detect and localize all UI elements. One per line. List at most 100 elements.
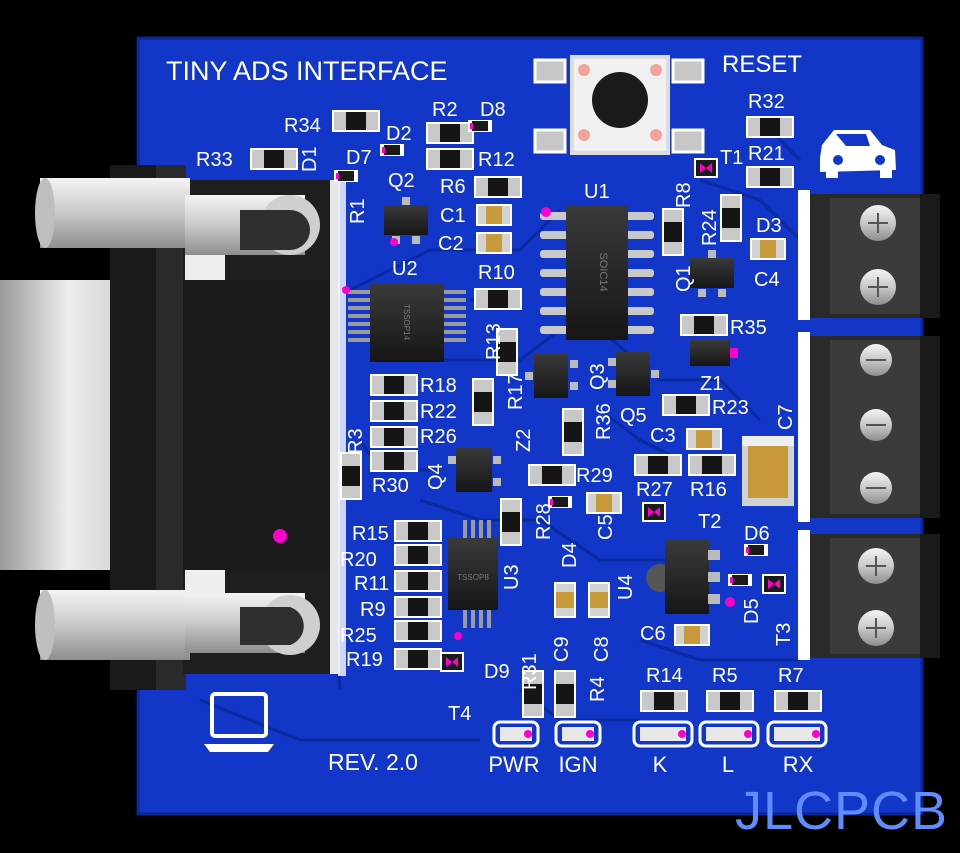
resistor — [394, 544, 442, 566]
reset-button — [533, 55, 705, 155]
resistor — [774, 690, 822, 712]
designator-r17: R17 — [505, 373, 527, 410]
designator-r21: R21 — [748, 143, 785, 165]
diode — [744, 544, 768, 556]
capacitor — [588, 582, 610, 618]
diode — [548, 496, 572, 508]
designator-c5: C5 — [595, 514, 617, 540]
ic-u1: SOIC14 — [540, 205, 654, 340]
designator-r9: R9 — [360, 599, 386, 621]
resistor — [472, 378, 494, 426]
designator-r1: R1 — [347, 198, 369, 224]
designator-r35: R35 — [730, 317, 767, 339]
designator-r8: R8 — [673, 182, 695, 208]
resistor — [394, 570, 442, 592]
diode — [728, 574, 752, 586]
designator-r16: R16 — [690, 479, 727, 501]
capacitor-c7 — [742, 436, 794, 506]
capacitor — [750, 238, 786, 260]
designator-r13: R13 — [483, 323, 505, 360]
resistor — [394, 648, 442, 670]
designator-d2: D2 — [386, 123, 412, 145]
designator-c1: C1 — [440, 205, 466, 227]
u2-package: TSSOP14 — [402, 304, 411, 341]
designator-c8: C8 — [591, 636, 613, 662]
terminal-block-top — [798, 190, 940, 320]
sot23-packages — [384, 197, 738, 492]
designator-r27: R27 — [636, 479, 673, 501]
terminal-block-middle — [798, 332, 940, 522]
capacitor — [674, 624, 710, 646]
designator-z2: Z2 — [513, 429, 535, 452]
led-k: K — [632, 720, 694, 777]
designator-r22: R22 — [420, 401, 457, 423]
resistor — [474, 176, 522, 198]
designator-r23: R23 — [712, 397, 749, 419]
resistor — [332, 110, 380, 132]
resistor — [688, 454, 736, 476]
designator-r10: R10 — [478, 262, 515, 284]
laptop-icon — [204, 692, 274, 752]
designator-t2: T2 — [698, 511, 721, 533]
designator-r34: R34 — [284, 115, 321, 137]
led-label-ign: IGN — [558, 752, 597, 777]
board-title: TINY ADS INTERFACE — [166, 56, 448, 86]
designator-q4: Q4 — [425, 463, 447, 490]
resistor — [426, 148, 474, 170]
designator-d9: D9 — [484, 661, 510, 683]
resistor — [662, 208, 684, 256]
tvs-diode — [440, 652, 464, 672]
db9-connector — [0, 165, 340, 690]
resistor — [680, 314, 728, 336]
capacitor — [476, 204, 512, 226]
capacitor — [586, 492, 622, 514]
designator-t4: T4 — [448, 703, 471, 725]
ic-u2: TSSOP14 — [342, 284, 466, 362]
designator-d5: D5 — [741, 598, 763, 624]
tvs-diode — [642, 502, 666, 522]
designator-d6: D6 — [744, 523, 770, 545]
smd-resistors — [250, 110, 822, 718]
led-label-rx: RX — [783, 752, 814, 777]
designator-r32: R32 — [748, 91, 785, 113]
resistor — [370, 374, 418, 396]
designator-d3: D3 — [756, 215, 782, 237]
watermark: JLCPCB — [735, 781, 949, 841]
ic-ref-u1: U1 — [584, 181, 610, 203]
designator-c4: C4 — [754, 269, 780, 291]
resistor — [394, 620, 442, 642]
designator-r6: R6 — [440, 176, 466, 198]
designator-r12: R12 — [478, 149, 515, 171]
tvs-diode — [694, 158, 718, 178]
designator-z1: Z1 — [700, 373, 723, 395]
resistor — [394, 596, 442, 618]
designator-r28: R28 — [533, 503, 555, 540]
resistor — [370, 400, 418, 422]
led-label-pwr: PWR — [488, 752, 539, 777]
resistor — [634, 454, 682, 476]
designator-q1: Q1 — [673, 265, 695, 292]
led-label-k: K — [653, 752, 668, 777]
resistor — [394, 520, 442, 542]
diode — [334, 170, 358, 182]
designator-r24: R24 — [699, 209, 721, 246]
designator-r2: R2 — [432, 99, 458, 121]
resistor — [500, 498, 522, 546]
designator-t1: T1 — [720, 147, 743, 169]
u1-package: SOIC14 — [597, 252, 609, 291]
designator-r11: R11 — [354, 573, 389, 595]
designator-q3: Q3 — [587, 363, 609, 390]
designator-r5: R5 — [712, 665, 738, 687]
resistor — [662, 394, 710, 416]
designator-d1: D1 — [299, 146, 321, 172]
ic-ref-u4: U4 — [615, 574, 637, 600]
resistor — [370, 426, 418, 448]
resistor — [340, 452, 362, 500]
designator-r3: R3 — [345, 428, 367, 454]
designator-c3: C3 — [650, 425, 676, 447]
designator-c2: C2 — [438, 233, 464, 255]
diode — [468, 120, 492, 132]
resistor — [496, 328, 518, 376]
designator-r30: R30 — [372, 475, 409, 497]
